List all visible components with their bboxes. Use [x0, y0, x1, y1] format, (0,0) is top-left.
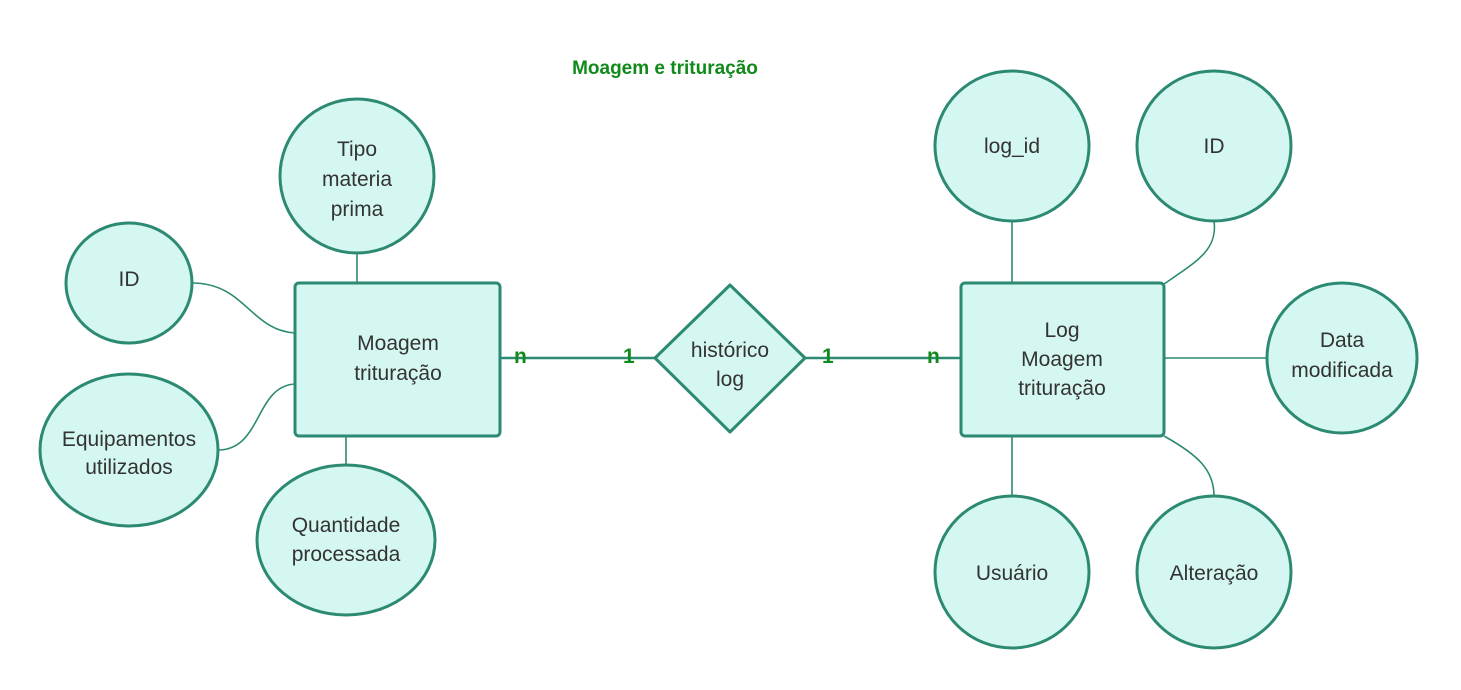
- attribute-quantidade-processada: Quantidade processada: [255, 463, 437, 617]
- attribute-log-id: log_id: [933, 69, 1091, 223]
- entity-right-line1: Log: [1044, 319, 1079, 342]
- edge-id-to-log: [1163, 220, 1216, 285]
- relationship-line1: histórico: [691, 339, 769, 362]
- attr-tipo-line3: prima: [331, 198, 384, 221]
- attr-tipo-line1: Tipo: [337, 138, 377, 161]
- attr-data-line2: modificada: [1291, 359, 1393, 382]
- attr-quantidade-line2: processada: [292, 543, 401, 566]
- attr-quantidade-line1: Quantidade: [292, 514, 401, 537]
- relationship-historico-log: histórico log: [653, 283, 807, 434]
- diagram-title: Moagem e trituração: [572, 58, 758, 79]
- attr-tipo-line2: materia: [322, 168, 392, 191]
- attr-equipamentos-line2: utilizados: [85, 456, 173, 479]
- entity-log-moagem-trituracao: Log Moagem trituração: [959, 281, 1166, 438]
- attr-id-left-label: ID: [119, 268, 140, 291]
- edge-alteracao-to-log: [1163, 435, 1215, 497]
- cardinality-left-relationship: 1: [623, 345, 635, 368]
- entity-right-line3: trituração: [1018, 377, 1106, 400]
- attribute-usuario: Usuário: [933, 494, 1091, 650]
- entity-left-line1: Moagem: [357, 332, 439, 355]
- entity-right-line2: Moagem: [1021, 348, 1103, 371]
- edge-equipamentos-to-moagem: [217, 383, 296, 451]
- cardinality-right-entity: n: [927, 345, 940, 368]
- attr-data-line1: Data: [1320, 329, 1365, 352]
- attr-equipamentos-line1: Equipamentos: [62, 428, 196, 451]
- attr-log-id-label: log_id: [984, 135, 1040, 158]
- connectors: [191, 220, 1267, 497]
- attr-usuario-label: Usuário: [976, 562, 1048, 585]
- attribute-equipamentos-utilizados: Equipamentos utilizados: [38, 372, 220, 528]
- attribute-id-left: ID: [64, 221, 194, 345]
- attribute-id-right: ID: [1135, 69, 1293, 223]
- relationship-line2: log: [716, 368, 744, 391]
- entity-left-line2: trituração: [354, 362, 442, 385]
- attribute-alteracao: Alteração: [1135, 494, 1293, 650]
- attr-id-right-label: ID: [1204, 135, 1225, 158]
- entity-moagem-trituracao: Moagem trituração: [293, 281, 502, 438]
- attr-alteracao-label: Alteração: [1170, 562, 1259, 585]
- attribute-tipo-materia-prima: Tipo materia prima: [278, 97, 436, 255]
- attribute-data-modificada: Data modificada: [1265, 281, 1419, 435]
- cardinality-right-relationship: 1: [822, 345, 834, 368]
- edge-id-to-moagem: [191, 282, 296, 334]
- cardinality-left-entity: n: [514, 345, 527, 368]
